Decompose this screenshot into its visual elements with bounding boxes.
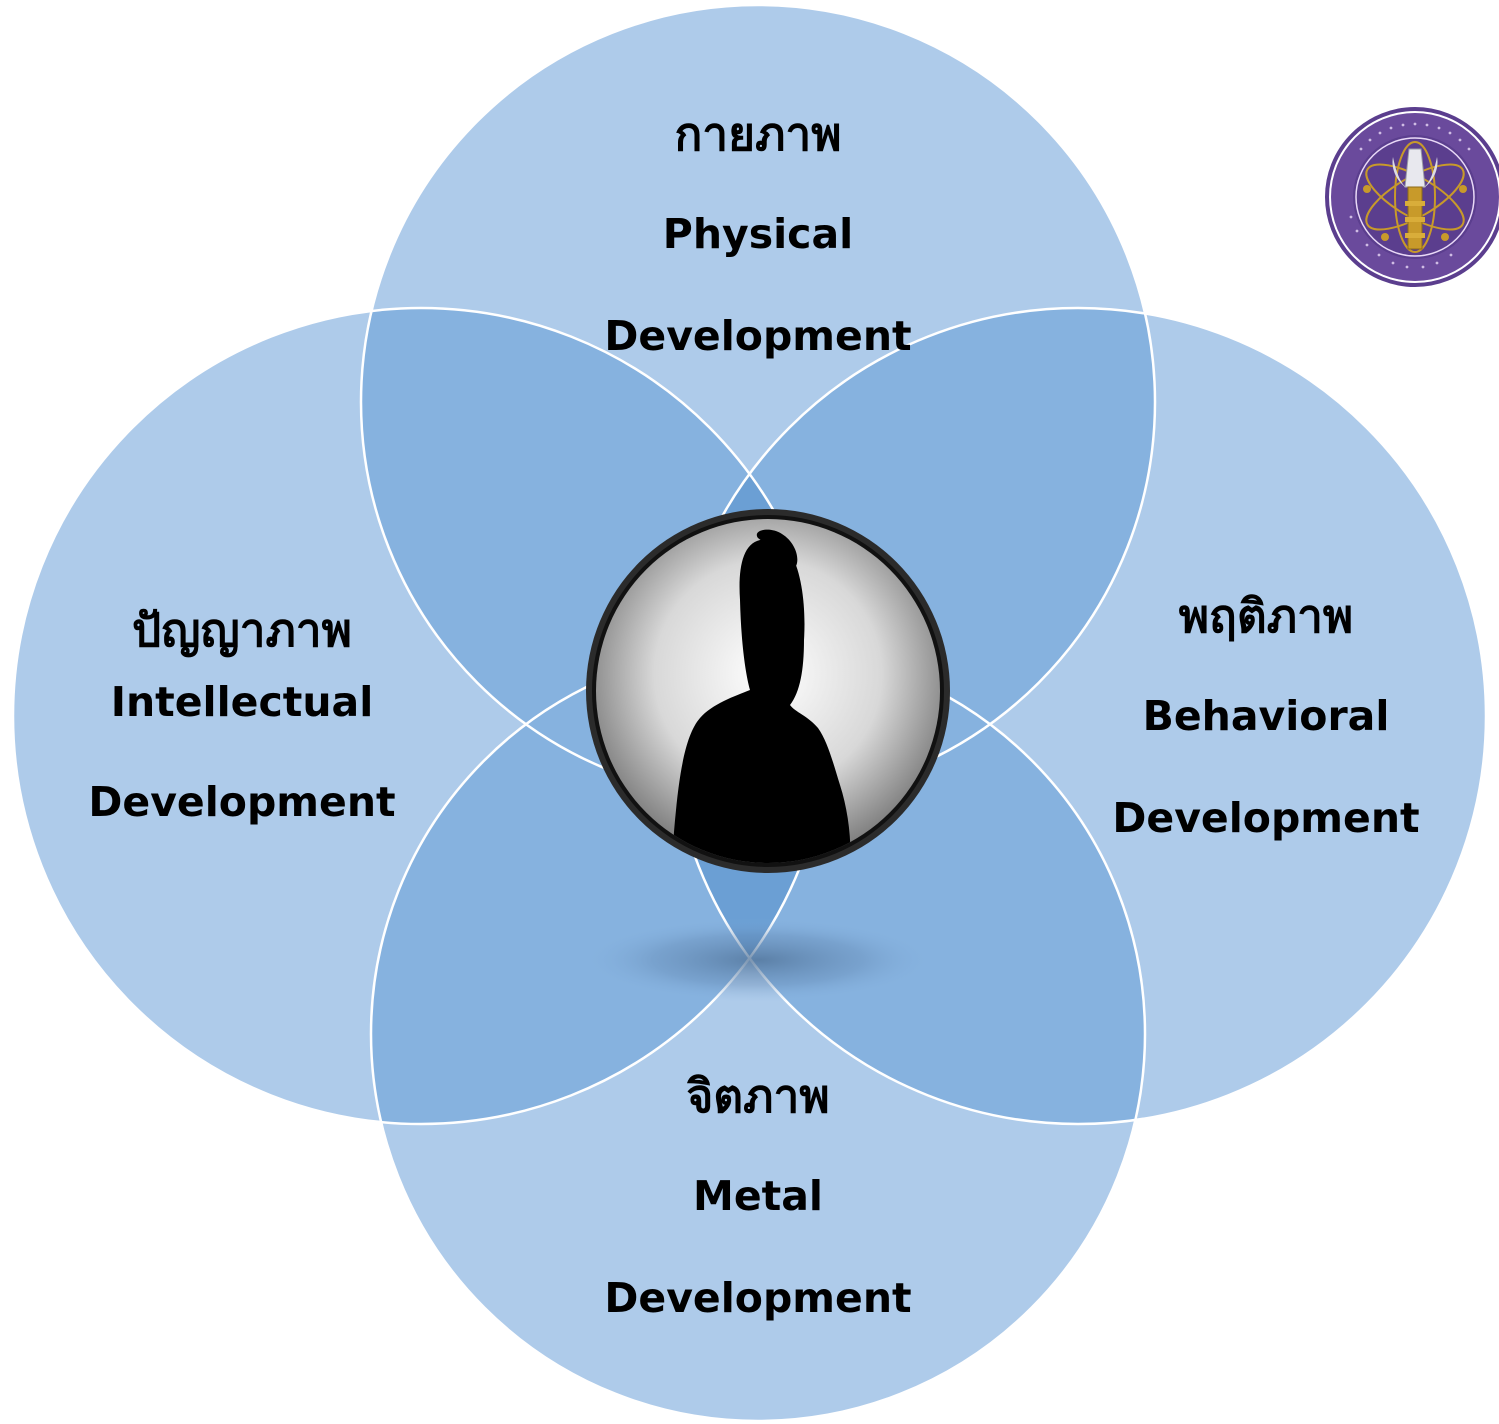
label-bottom-line1: Metal <box>693 1172 823 1220</box>
ministry-emblem-logo <box>1325 107 1499 287</box>
label-left-line1: Intellectual <box>110 678 374 726</box>
label-right-line2: Development <box>1112 794 1420 842</box>
label-right-line1: Behavioral <box>1142 692 1390 740</box>
label-top-thai: กายภาพ <box>674 107 842 161</box>
label-bottom-thai: จิตภาพ <box>686 1069 830 1123</box>
label-left-line2: Development <box>88 778 396 826</box>
label-bottom-line2: Development <box>604 1274 912 1322</box>
label-top-line1: Physical <box>662 210 854 258</box>
portrait-shadow <box>583 918 933 1002</box>
center-portrait <box>586 509 950 873</box>
label-left-thai: ปัญญาภาพ <box>132 603 352 657</box>
label-top-line2: Development <box>604 312 912 360</box>
person-silhouette-icon <box>673 529 851 863</box>
label-right-thai: พฤติภาพ <box>1178 589 1354 643</box>
